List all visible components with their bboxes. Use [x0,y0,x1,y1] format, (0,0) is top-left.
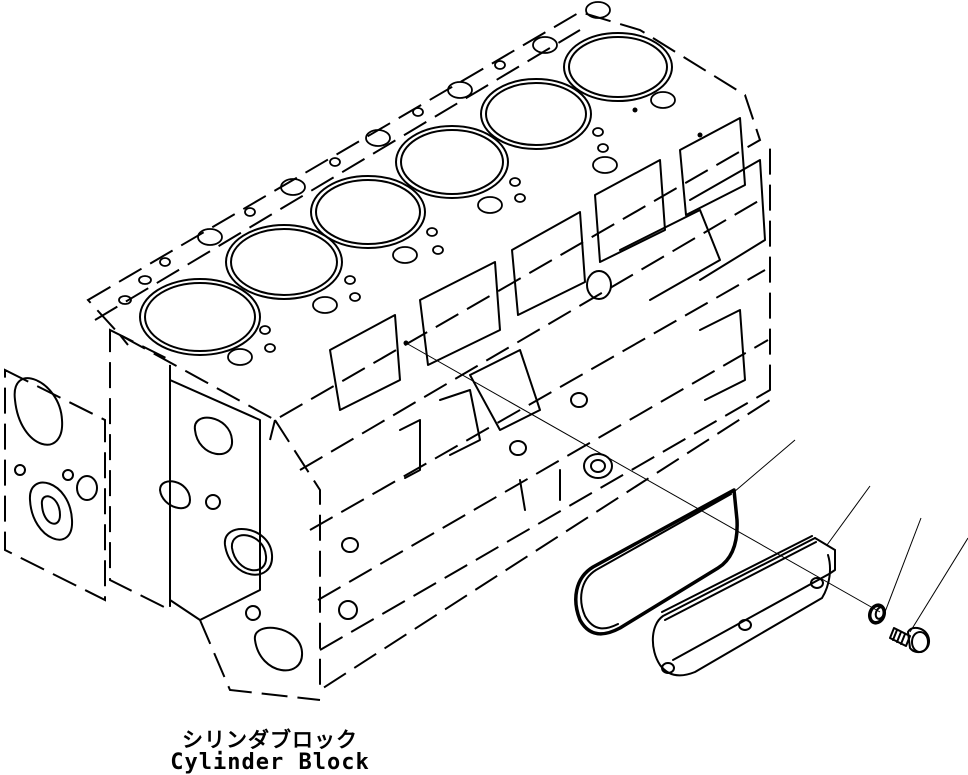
side-cover [651,535,836,677]
block-top-deck [86,10,762,441]
deck-holes [118,1,703,366]
assembly-axis-line [405,342,881,613]
block-side-face [274,117,771,692]
caption-japanese: シリンダブロック [182,728,358,752]
washer [867,603,887,625]
leader-lines [733,439,968,633]
caption-english: Cylinder Block [170,750,370,775]
bolt [889,626,931,654]
gasket [574,488,739,636]
cylinder-bores [139,32,673,356]
gear-housing [4,328,321,701]
